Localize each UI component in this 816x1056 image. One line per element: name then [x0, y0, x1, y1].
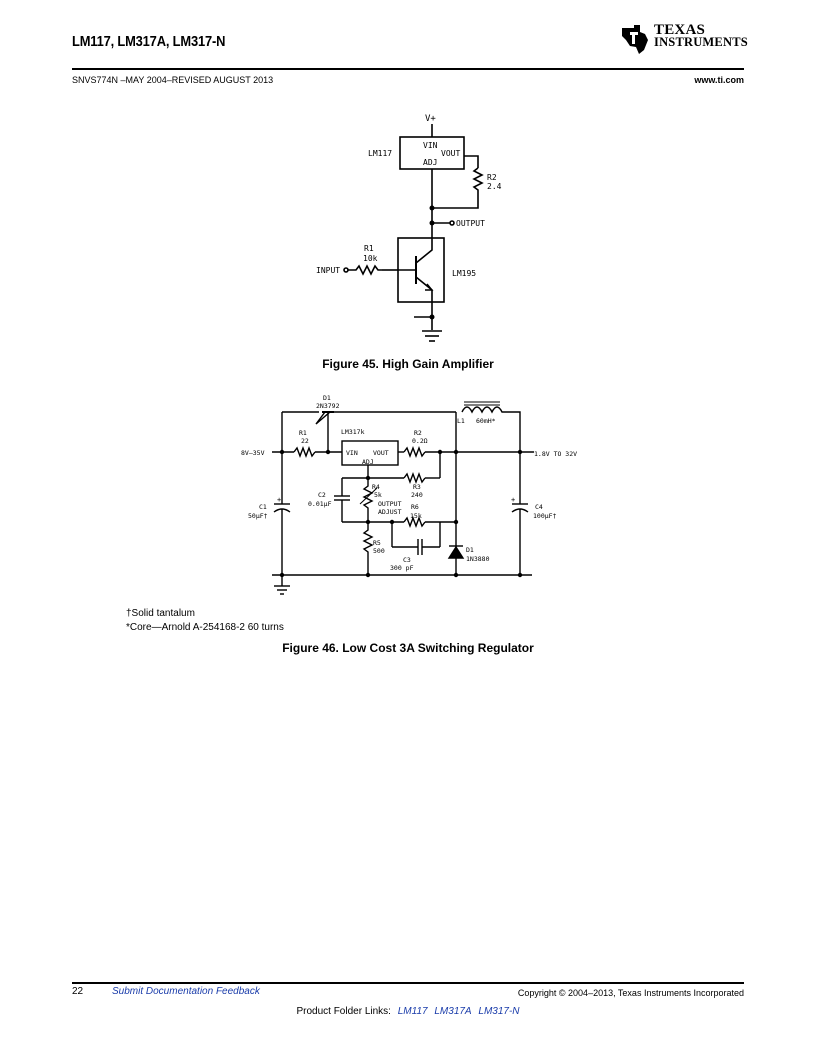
- ti-logo: TEXAS INSTRUMENTS: [618, 20, 748, 58]
- label-l1-val: 60mH*: [476, 417, 496, 425]
- label-r4: R4: [372, 483, 380, 491]
- label-vin-range: 8V–35V: [241, 449, 265, 457]
- label-lm317: LM317k: [341, 428, 365, 436]
- label-r2-val: 2.4: [487, 182, 502, 191]
- folder-link-lm317a[interactable]: LM317A: [434, 1006, 472, 1017]
- website-link[interactable]: www.ti.com: [694, 75, 744, 85]
- label-vout: VOUT: [441, 149, 460, 158]
- label-d1-top: D1: [323, 394, 331, 402]
- label-r5: R5: [373, 539, 381, 547]
- label-c3: C3: [403, 556, 411, 564]
- label-output-adjust-2: ADJUST: [378, 508, 402, 516]
- logo-line-1: TEXAS: [654, 22, 706, 38]
- label-d1: D1: [466, 546, 474, 554]
- label-r5-val: 500: [373, 547, 385, 555]
- figure-46-caption: Figure 46. Low Cost 3A Switching Regulat…: [282, 641, 534, 655]
- label-l1: L1: [457, 417, 465, 425]
- figure-45-caption: Figure 45. High Gain Amplifier: [322, 357, 494, 371]
- label-output: OUTPUT: [456, 219, 485, 228]
- label-c2-val: 0.01µF: [308, 500, 332, 508]
- label-r6-val: 15k: [410, 512, 422, 520]
- label-r3: R3: [413, 483, 421, 491]
- label-c1: C1: [259, 503, 267, 511]
- label-vplus: V+: [425, 114, 436, 124]
- label-lm195: LM195: [452, 269, 476, 278]
- document-title: LM117, LM317A, LM317-N: [72, 33, 226, 50]
- ti-logo-icon: [622, 25, 648, 54]
- header-rule: [72, 68, 744, 70]
- label-r4-val: 5k: [374, 491, 382, 499]
- label-d1-val: 1N3880: [466, 555, 490, 563]
- label-r6: R6: [411, 503, 419, 511]
- lm317-box: [341, 440, 399, 466]
- label-lm117: LM117: [368, 149, 392, 158]
- page-number: 22: [72, 986, 84, 997]
- logo-line-2: INSTRUMENTS: [654, 35, 748, 49]
- label-input: INPUT: [316, 266, 340, 275]
- label-vout: VOUT: [373, 449, 389, 457]
- footer-rule: [72, 982, 744, 984]
- label-c1-val: 50µF†: [248, 512, 268, 520]
- label-r1: R1: [364, 244, 374, 253]
- footnote-core: *Core—Arnold A-254168-2 60 turns: [126, 622, 284, 633]
- copyright-text: Copyright © 2004–2013, Texas Instruments…: [517, 988, 744, 998]
- label-adj: ADJ: [423, 158, 437, 167]
- r2-resistor: [472, 167, 484, 198]
- label-out-range: 1.8V TO 32V: [534, 450, 577, 458]
- label-vin: VIN: [423, 141, 438, 150]
- figure-45-schematic: V+ LM117 VIN VOUT ADJ R2 2.4 OUTPUT LM19…: [316, 114, 502, 342]
- label-r1-val: 22: [301, 437, 309, 445]
- label-d1-part: 2N3792: [316, 402, 340, 410]
- r1-resistor: [348, 264, 382, 276]
- product-folder-links: Product Folder Links: LM117 LM317A LM317…: [0, 1006, 816, 1017]
- label-r2-val: 0.2Ω: [412, 437, 428, 445]
- label-vin: VIN: [346, 449, 358, 457]
- svg-text:+: +: [511, 496, 515, 504]
- label-r1-val: 10k: [363, 254, 378, 263]
- product-folder-label: Product Folder Links:: [296, 1006, 391, 1017]
- label-r2: R2: [414, 429, 422, 437]
- label-c2: C2: [318, 491, 326, 499]
- label-r1: R1: [299, 429, 307, 437]
- label-output-adjust-1: OUTPUT: [378, 500, 402, 508]
- label-c4: C4: [535, 503, 543, 511]
- footnote-dagger: †Solid tantalum: [126, 608, 195, 619]
- label-r3-val: 240: [411, 491, 423, 499]
- folder-link-lm317n[interactable]: LM317-N: [478, 1006, 520, 1017]
- svg-text:+: +: [277, 496, 281, 504]
- label-c3-val: 300 pF: [390, 564, 414, 572]
- document-number: SNVS774N –MAY 2004–REVISED AUGUST 2013: [72, 75, 274, 85]
- label-r2: R2: [487, 173, 497, 182]
- label-adj: ADJ: [362, 458, 374, 466]
- figure-46-schematic: D1 2N3792 L1 60mH* R1 22 LM317k 8V–35V V…: [241, 394, 577, 595]
- submit-feedback-link[interactable]: Submit Documentation Feedback: [112, 986, 260, 997]
- folder-link-lm117[interactable]: LM117: [397, 1006, 428, 1017]
- label-c4-val: 100µF†: [533, 512, 557, 520]
